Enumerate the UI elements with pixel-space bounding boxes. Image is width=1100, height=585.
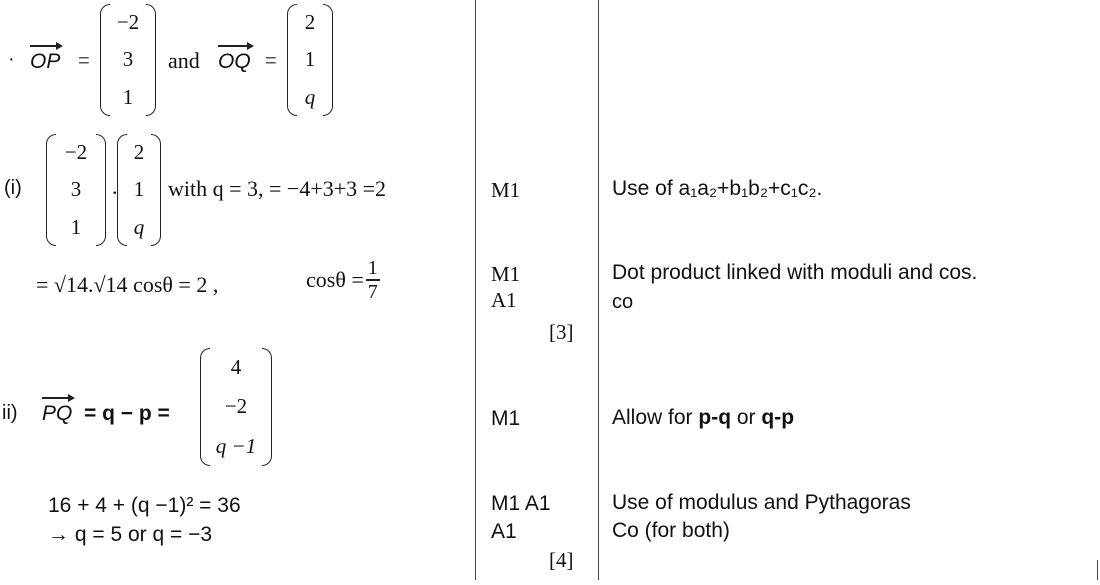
part-ii-solution: → q = 5 or q = −3 [48,523,213,546]
and-text: and [168,48,200,73]
equals-sign: = [78,50,90,72]
part-i-mark-2b: A1 [491,288,517,312]
pq-expression: = q − p = [84,402,170,425]
part-ii-guidance-1: Allow for p-q or q-p [612,406,795,429]
part-i-label: (i) [4,177,22,199]
part-i-vector-2: 2 1 q [117,134,161,246]
oq-label: OQ [218,42,254,74]
op-label: OP [30,42,64,74]
part-i-guidance-2a: Dot product linked with moduli and cos. [612,261,978,284]
column-divider-left [475,0,476,580]
dot-operator: . [112,174,118,199]
part-i-modulus-line: = √14.√14 cosθ = 2 , [36,272,219,297]
part-i-vector-1: −2 3 1 [46,134,106,246]
bullet-dot: · [8,48,15,70]
part-i-guidance-2b: co [612,291,634,313]
part-ii-mark-2a: M1 A1 [491,492,551,515]
fraction-denominator: 7 [367,280,378,303]
op-x: −2 [116,10,140,35]
edge-divider [1097,560,1098,580]
part-ii-label: ii) [2,402,18,424]
part-i-mark-1: M1 [491,178,521,202]
part-ii-equation: 16 + 4 + (q −1)² = 36 [48,494,241,517]
part-i-guidance-1: Use of a₁a₂+b₁b₂+c₁c₂. [612,177,823,200]
part-i-total-marks: [3] [549,320,574,344]
part-i-dot-product-text: with q = 3, = −4+3+3 =2 [168,176,387,201]
oq-z: q [304,84,316,109]
part-i-cos-result: cosθ = 1 7 [306,257,380,303]
op-z: 1 [122,84,134,109]
op-vector: −2 3 1 [100,4,156,116]
part-ii-total-marks: [4] [549,548,574,572]
equals-sign: = [265,50,277,72]
part-ii-guidance-2a: Use of modulus and Pythagoras [612,491,911,514]
pq-label: PQ [42,394,76,426]
fraction-numerator: 1 [367,257,378,279]
part-ii-guidance-2b: Co (for both) [612,519,730,542]
part-i-mark-2a: M1 [491,262,521,286]
op-y: 3 [122,47,134,72]
oq-x: 2 [304,10,316,35]
part-ii-mark-2b: A1 [491,520,517,543]
pq-vector: 4 −2 q −1 [200,348,272,466]
part-ii-mark-1: M1 [491,407,521,430]
column-divider-right [598,0,599,580]
oq-vector: 2 1 q [287,4,333,116]
oq-y: 1 [304,47,316,72]
